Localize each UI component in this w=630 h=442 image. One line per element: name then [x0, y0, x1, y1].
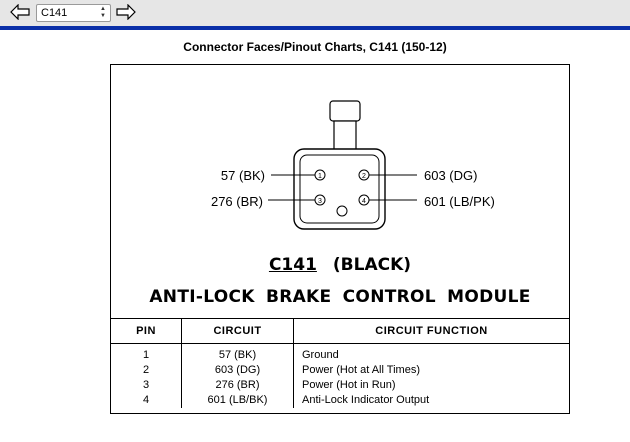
module-name: ANTI-LOCK BRAKE CONTROL MODULE [149, 287, 531, 307]
table-header-row: PIN CIRCUIT CIRCUIT FUNCTION [111, 318, 569, 344]
forward-arrow-icon[interactable] [114, 2, 138, 22]
pin-3-number: 3 [318, 198, 322, 205]
connector-body-inner [299, 154, 380, 224]
table-row: 2 603 (DG) Power (Hot at All Times) [111, 363, 569, 378]
connector-id: C141 [268, 255, 317, 275]
connector-chart: 1 2 3 4 57 (BK) 276 (BR) 603 (DG) 601 (L… [110, 64, 570, 414]
connector-body-outer [293, 148, 386, 230]
pin-2-number: 2 [362, 173, 366, 180]
pin-4-circle [358, 194, 370, 206]
pin-1-label: 57 (BK) [221, 168, 265, 183]
connector-caption: C141 (BLACK) [111, 255, 569, 275]
cell-pin: 2 [142, 364, 150, 376]
connector-face-diagram: 1 2 3 4 57 (BK) 276 (BR) 603 (DG) 601 (L… [211, 100, 495, 230]
pin-4-number: 4 [362, 198, 366, 205]
pin-4-label: 601 (LB/PK) [424, 194, 495, 209]
cell-function: Power (Hot at All Times) [293, 363, 569, 378]
cell-function: Power (Hot in Run) [293, 378, 569, 393]
header-pin: PIN [111, 318, 182, 344]
table-row: 1 57 (BK) Ground [111, 343, 569, 363]
header-circuit: CIRCUIT [181, 318, 294, 344]
cell-function: Anti-Lock Indicator Output [293, 393, 569, 408]
pinout-table: PIN CIRCUIT CIRCUIT FUNCTION 1 57 (BK) G… [111, 318, 569, 408]
polarizing-hole [336, 205, 348, 217]
back-arrow-icon[interactable] [8, 2, 32, 22]
cell-circuit: 57 (BK) [181, 343, 294, 363]
header-circuit-function: CIRCUIT FUNCTION [293, 318, 569, 344]
cell-circuit: 603 (DG) [181, 363, 294, 378]
cell-pin: 4 [142, 394, 150, 406]
cell-circuit: 601 (LB/BK) [181, 393, 294, 408]
pin-3-label: 276 (BR) [211, 194, 263, 209]
page-title: Connector Faces/Pinout Charts, C141 (150… [183, 40, 447, 54]
table-row: 3 276 (BR) Power (Hot in Run) [111, 378, 569, 393]
pin-3-circle [314, 194, 326, 206]
cell-function: Ground [293, 343, 569, 363]
connector-latch [329, 100, 361, 122]
table-row: 4 601 (LB/BK) Anti-Lock Indicator Output [111, 393, 569, 408]
cell-circuit: 276 (BR) [181, 378, 294, 393]
connector-select[interactable]: C141 ▲▼ [36, 4, 111, 22]
pin-2-label: 603 (DG) [424, 168, 477, 183]
connector-select-value: C141 [41, 7, 68, 19]
toolbar: C141 ▲▼ [0, 0, 630, 26]
cell-pin: 1 [142, 349, 150, 361]
pin-1-number: 1 [318, 173, 322, 180]
spinner-arrows-icon[interactable]: ▲▼ [100, 6, 106, 19]
cell-pin: 3 [142, 379, 150, 391]
pin-2-circle [358, 169, 370, 181]
connector-color: (BLACK) [332, 255, 412, 275]
toolbar-divider [0, 26, 630, 30]
connector-neck [333, 120, 357, 151]
pin-1-circle [314, 169, 326, 181]
